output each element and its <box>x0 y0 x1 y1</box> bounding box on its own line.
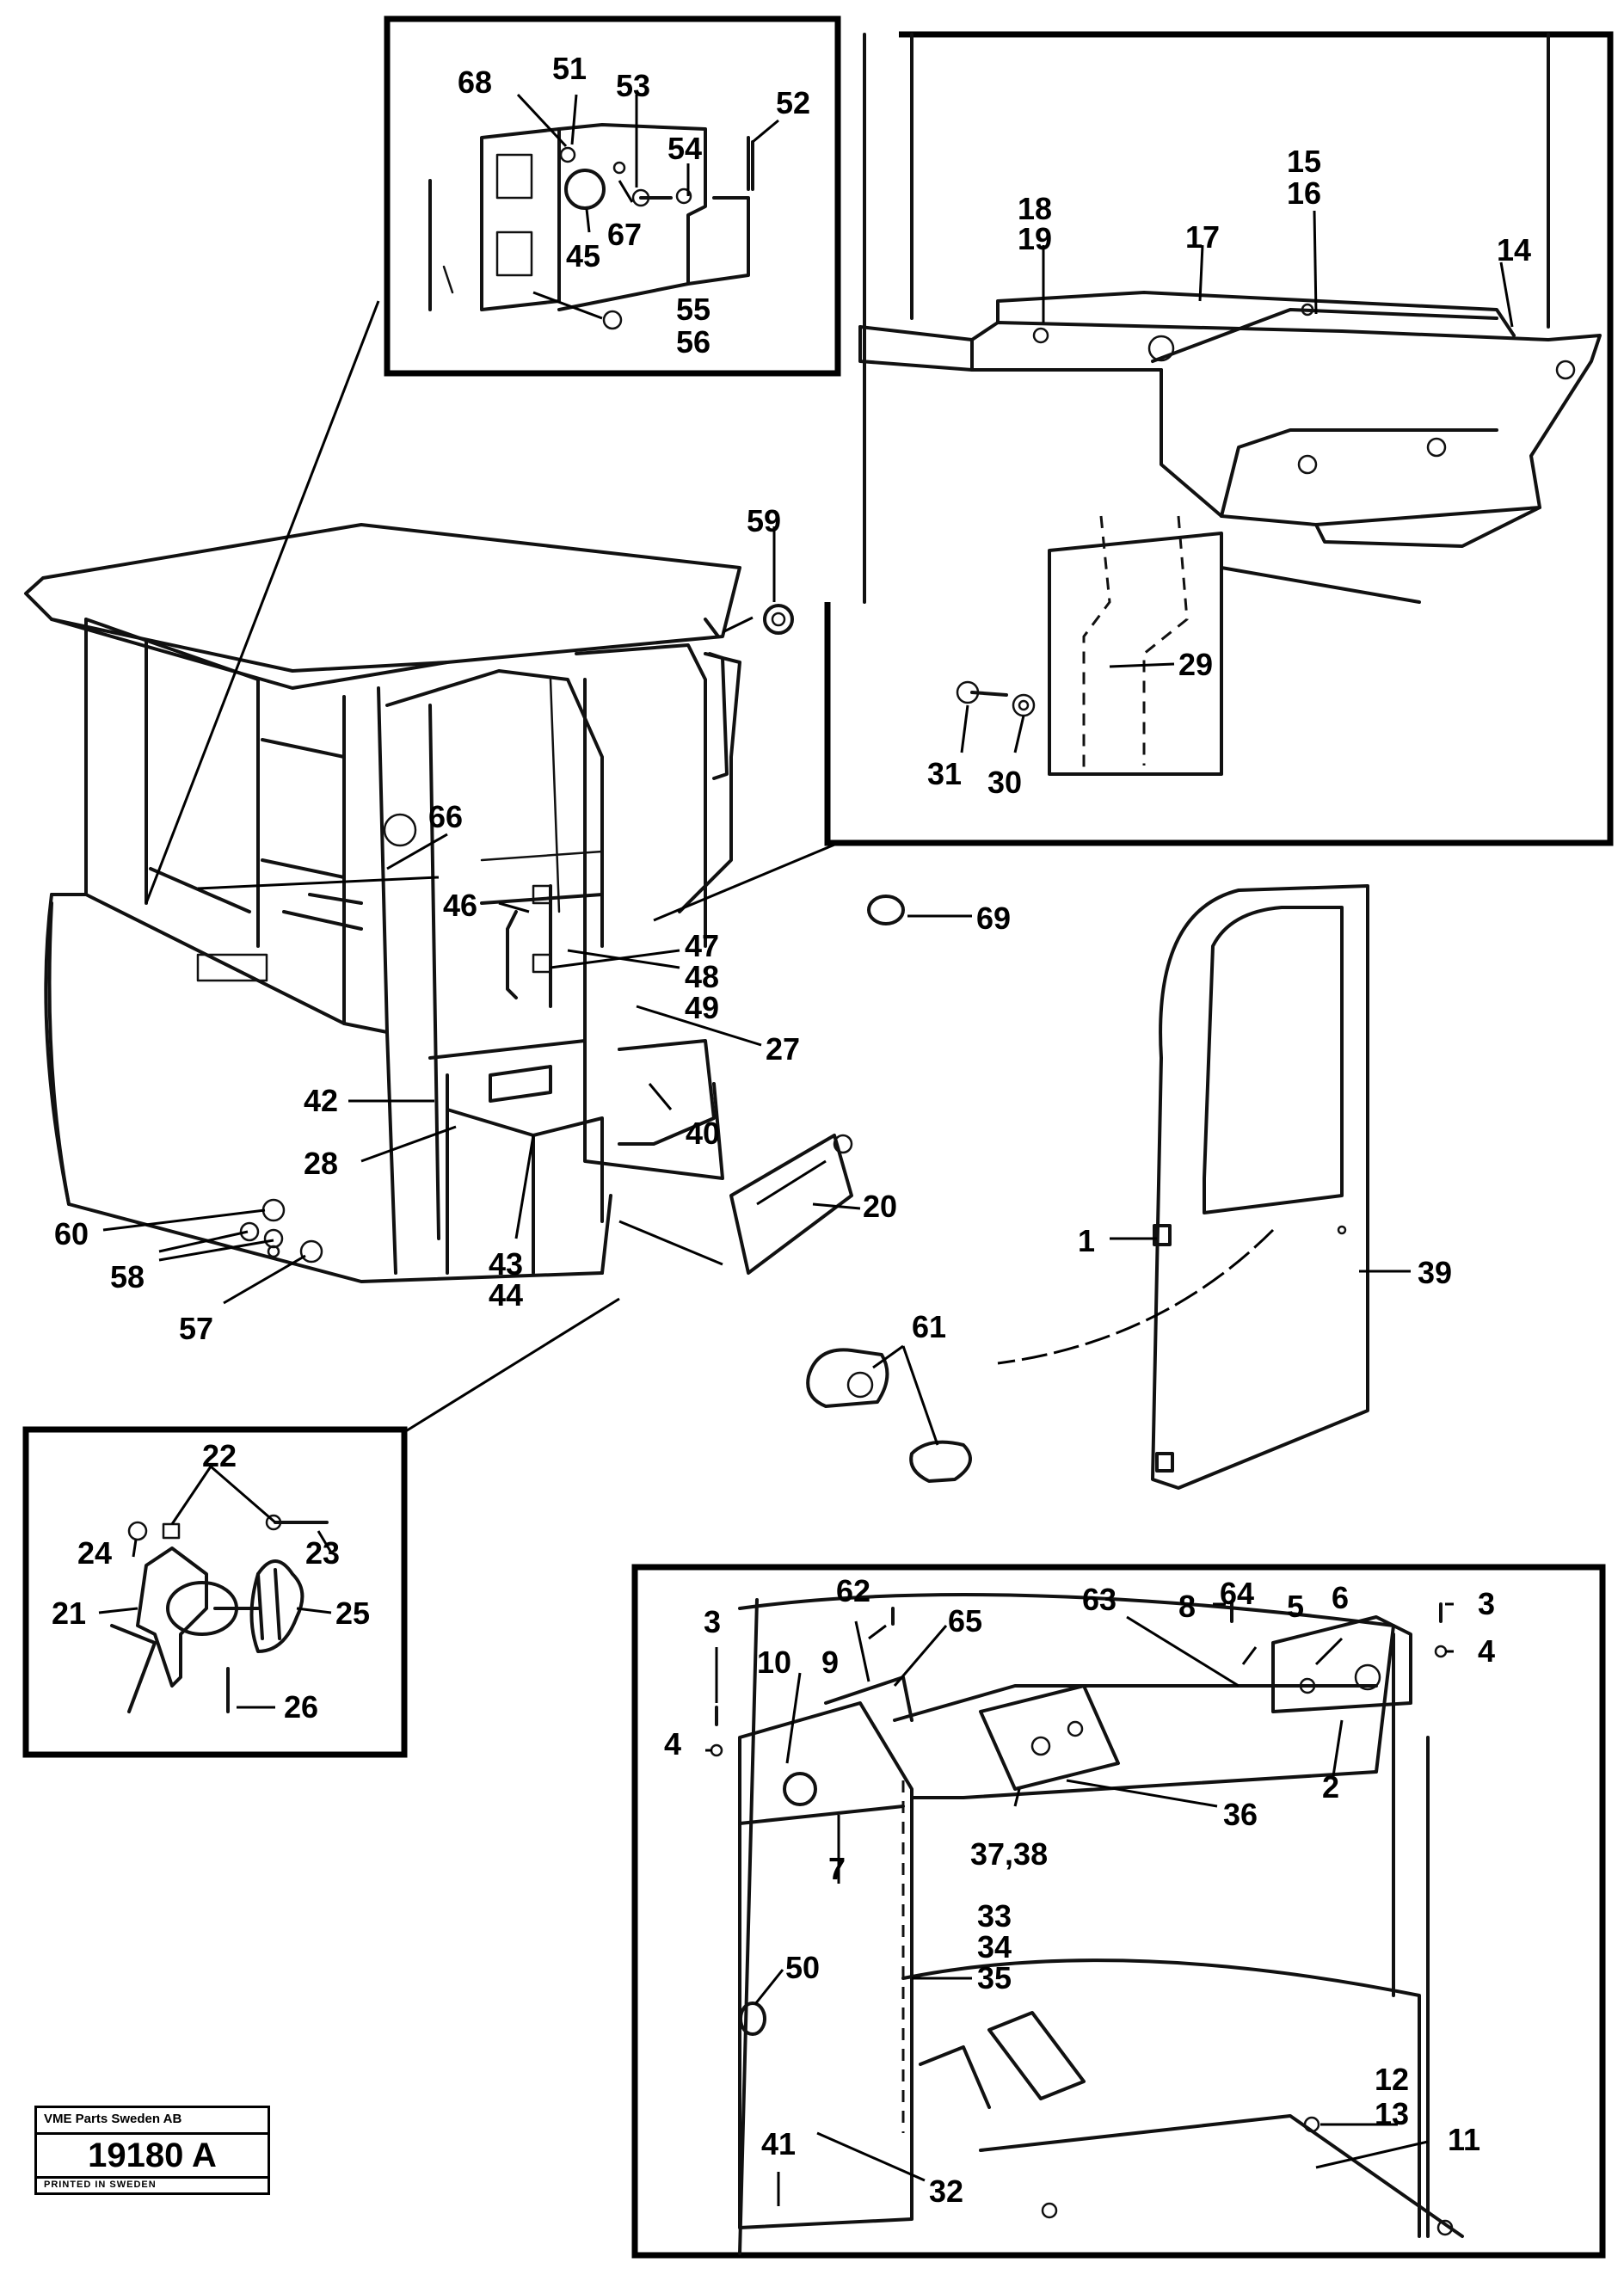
label-23: 23 <box>305 1535 340 1571</box>
label-59: 59 <box>747 503 781 538</box>
label-46: 46 <box>443 888 477 923</box>
label-36: 36 <box>1223 1797 1258 1832</box>
label-65: 65 <box>948 1603 982 1639</box>
label-57: 57 <box>179 1311 213 1346</box>
label-14: 14 <box>1497 232 1531 267</box>
label-68: 68 <box>458 65 492 100</box>
label-50: 50 <box>785 1950 820 1985</box>
label-1: 1 <box>1078 1223 1095 1258</box>
label-69: 69 <box>976 901 1011 936</box>
label-64: 64 <box>1220 1576 1254 1611</box>
label-45: 45 <box>566 238 600 274</box>
label-21: 21 <box>52 1596 86 1631</box>
label-32: 32 <box>929 2174 963 2209</box>
inset-interior-detail <box>631 1564 1606 2259</box>
label-4a: 4 <box>664 1726 681 1762</box>
door-39 <box>997 884 1411 1490</box>
cab-body <box>24 300 972 1434</box>
inset-latch-detail <box>22 1426 408 1758</box>
label-10: 10 <box>757 1645 791 1680</box>
label-67: 67 <box>607 217 642 252</box>
label-9: 9 <box>821 1645 839 1680</box>
label-7: 7 <box>828 1851 846 1886</box>
label-60: 60 <box>54 1216 89 1251</box>
label-3738: 37,38 <box>970 1836 1048 1872</box>
label-39: 39 <box>1418 1255 1452 1290</box>
lock-61 <box>806 1344 972 1483</box>
label-15: 15 <box>1287 144 1321 179</box>
label-3a: 3 <box>704 1604 721 1639</box>
label-58: 58 <box>110 1259 145 1294</box>
label-51: 51 <box>552 51 587 86</box>
label-61: 61 <box>912 1309 946 1344</box>
label-53: 53 <box>616 68 650 103</box>
label-56: 56 <box>676 324 710 360</box>
label-3b: 3 <box>1478 1586 1495 1621</box>
label-12: 12 <box>1375 2062 1409 2097</box>
stamp-printed: PRINTED IN SWEDEN <box>44 2180 157 2190</box>
part-labels: 68 51 53 52 54 67 45 55 56 15 16 18 19 1… <box>52 51 1531 2209</box>
label-52: 52 <box>776 85 810 120</box>
label-49: 49 <box>685 990 719 1025</box>
label-55: 55 <box>676 292 710 327</box>
label-29: 29 <box>1178 647 1213 682</box>
label-22: 22 <box>202 1438 237 1473</box>
label-33: 33 <box>977 1898 1012 1934</box>
inset-bracket-detail <box>384 15 841 377</box>
label-31: 31 <box>927 756 962 791</box>
label-62: 62 <box>836 1573 870 1608</box>
label-44: 44 <box>489 1277 523 1313</box>
label-4b: 4 <box>1478 1633 1495 1669</box>
inset-seat-frame <box>824 31 1614 846</box>
label-19: 19 <box>1018 221 1052 256</box>
label-42: 42 <box>304 1083 338 1118</box>
stamp-number: 19180 A <box>37 2135 268 2179</box>
label-20: 20 <box>863 1189 897 1224</box>
label-48: 48 <box>685 959 719 994</box>
label-43: 43 <box>489 1246 523 1282</box>
label-5: 5 <box>1287 1589 1304 1624</box>
label-24: 24 <box>77 1535 112 1571</box>
label-66: 66 <box>428 799 463 834</box>
label-16: 16 <box>1287 175 1321 211</box>
label-18: 18 <box>1018 191 1052 226</box>
label-28: 28 <box>304 1146 338 1181</box>
label-25: 25 <box>335 1596 370 1631</box>
label-41: 41 <box>761 2126 796 2161</box>
drawing-stamp: VME Parts Sweden AB 19180 A PRINTED IN S… <box>34 2106 270 2195</box>
label-17: 17 <box>1185 219 1220 255</box>
label-47: 47 <box>685 928 719 963</box>
label-40: 40 <box>686 1116 720 1151</box>
label-8: 8 <box>1178 1589 1196 1624</box>
label-26: 26 <box>284 1689 318 1725</box>
label-2: 2 <box>1322 1769 1339 1805</box>
label-6: 6 <box>1332 1580 1349 1615</box>
label-27: 27 <box>766 1031 800 1067</box>
label-54: 54 <box>667 131 702 166</box>
label-35: 35 <box>977 1960 1012 1995</box>
label-13: 13 <box>1375 2096 1409 2131</box>
stamp-company: VME Parts Sweden AB <box>37 2108 268 2135</box>
label-34: 34 <box>977 1929 1012 1964</box>
label-30: 30 <box>987 765 1022 800</box>
label-11: 11 <box>1448 2122 1480 2157</box>
label-63: 63 <box>1082 1582 1116 1617</box>
